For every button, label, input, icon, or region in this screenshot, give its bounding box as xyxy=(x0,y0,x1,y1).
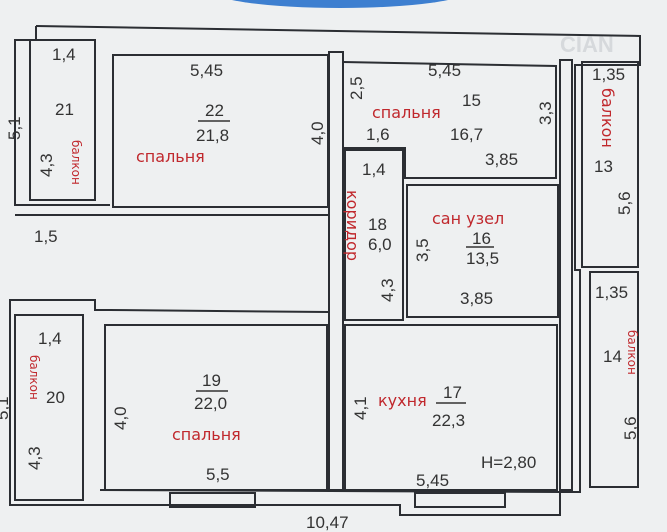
room-22-depth: 4,0 xyxy=(308,121,327,145)
room-15-area: 16,7 xyxy=(450,125,483,144)
balcony-13-depth: 3,3 xyxy=(536,101,555,125)
room-16-width: 3,85 xyxy=(460,289,493,308)
room-15-width2: 3,85 xyxy=(485,150,518,169)
balcony-13-label: балкон xyxy=(598,88,617,148)
room-16-number: 16 xyxy=(472,229,491,248)
balcony-21-label: балкон xyxy=(69,140,83,185)
balcony-20-width: 1,4 xyxy=(38,329,62,348)
room-16-area: 13,5 xyxy=(466,249,499,268)
room-19-area: 22,0 xyxy=(194,394,227,413)
balcony-20-label: балкон xyxy=(27,355,41,400)
stamp-logo xyxy=(231,0,449,8)
room-22-width: 5,45 xyxy=(190,61,223,80)
balcony-13-outer: 5,6 xyxy=(615,191,634,215)
room-17-area: 22,3 xyxy=(432,411,465,430)
room-22-label: спальня xyxy=(136,147,205,166)
balcony-21-width: 1,4 xyxy=(52,45,76,64)
room-19-label: спальня xyxy=(172,425,241,444)
balcony-20-outer: 5,1 xyxy=(0,396,12,420)
room-19-number: 19 xyxy=(202,371,221,390)
room-18-depth: 4,3 xyxy=(378,278,397,302)
room-15-label: спальня xyxy=(372,103,441,122)
room-16-label: сан узел xyxy=(432,209,504,228)
balcony-13-width: 1,35 xyxy=(592,65,625,84)
walls xyxy=(9,25,641,516)
room-17-number: 17 xyxy=(443,383,462,402)
total-width: 10,47 xyxy=(306,513,349,532)
room-16-depth: 3,5 xyxy=(413,238,432,262)
hall-width: 1,5 xyxy=(34,227,58,246)
balcony-14-width: 1,35 xyxy=(595,283,628,302)
room-19-depth: 4,0 xyxy=(111,406,130,430)
ceiling-height: H=2,80 xyxy=(481,453,536,472)
room-15-notch: 1,6 xyxy=(366,125,390,144)
balcony-21-number: 21 xyxy=(55,100,74,119)
balcony-21-depth: 4,3 xyxy=(37,153,56,177)
balcony-13-number: 13 xyxy=(594,157,613,176)
room-17-width: 5,45 xyxy=(416,471,449,490)
room-18-number: 18 xyxy=(368,215,387,234)
room-18-area: 6,0 xyxy=(368,235,392,254)
room-18-width: 1,4 xyxy=(362,160,386,179)
balcony-20-number: 20 xyxy=(46,388,65,407)
room-17-label: кухня xyxy=(378,391,427,410)
room-15-width: 5,45 xyxy=(428,61,461,80)
room-15-depth: 2,5 xyxy=(347,76,366,100)
room-22-area: 21,8 xyxy=(196,126,229,145)
balcony-14-outer: 5,6 xyxy=(621,416,640,440)
balcony-14-number: 14 xyxy=(603,347,622,366)
balcony-14-label: балкон xyxy=(625,330,639,375)
balcony-20-depth: 4,3 xyxy=(25,446,44,470)
room-17-depth: 4,1 xyxy=(351,396,370,420)
room-22-number: 22 xyxy=(205,101,224,120)
balcony-21-outer: 5,1 xyxy=(5,116,24,140)
room-18-label: коридор xyxy=(343,190,362,261)
room-15-number: 15 xyxy=(462,91,481,110)
room-19-width: 5,5 xyxy=(206,465,230,484)
